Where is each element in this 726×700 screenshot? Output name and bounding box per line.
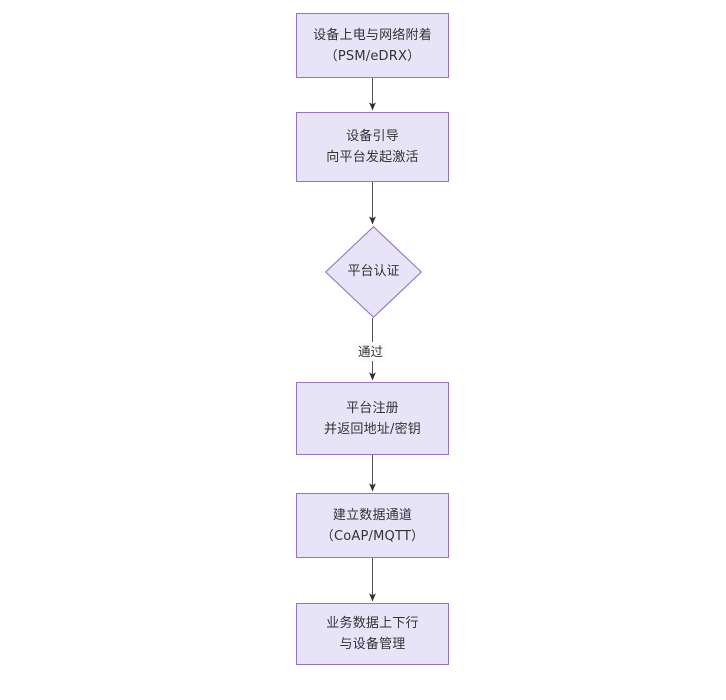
node-establish-data-channel[interactable]: 建立数据通道 （CoAP/MQTT） <box>296 493 449 558</box>
node-label: 平台认证 <box>347 264 400 279</box>
edge-label-pass: 通过 <box>355 342 387 361</box>
node-label: 设备上电与网络附着 （PSM/eDRX） <box>313 27 432 64</box>
node-platform-registration[interactable]: 平台注册 并返回地址/密钥 <box>296 382 449 455</box>
node-platform-authentication[interactable]: 平台认证 <box>325 226 422 318</box>
node-label: 业务数据上下行 与设备管理 <box>326 616 419 652</box>
node-device-bootstrap[interactable]: 设备引导 向平台发起激活 <box>296 112 449 182</box>
node-label: 平台注册 并返回地址/密钥 <box>324 400 421 437</box>
node-label: 设备引导 向平台发起激活 <box>326 129 419 165</box>
diamond-shape <box>325 226 422 318</box>
node-label: 建立数据通道 （CoAP/MQTT） <box>320 507 425 544</box>
node-device-power-on[interactable]: 设备上电与网络附着 （PSM/eDRX） <box>296 13 449 78</box>
node-business-data-and-device-management[interactable]: 业务数据上下行 与设备管理 <box>296 603 449 665</box>
